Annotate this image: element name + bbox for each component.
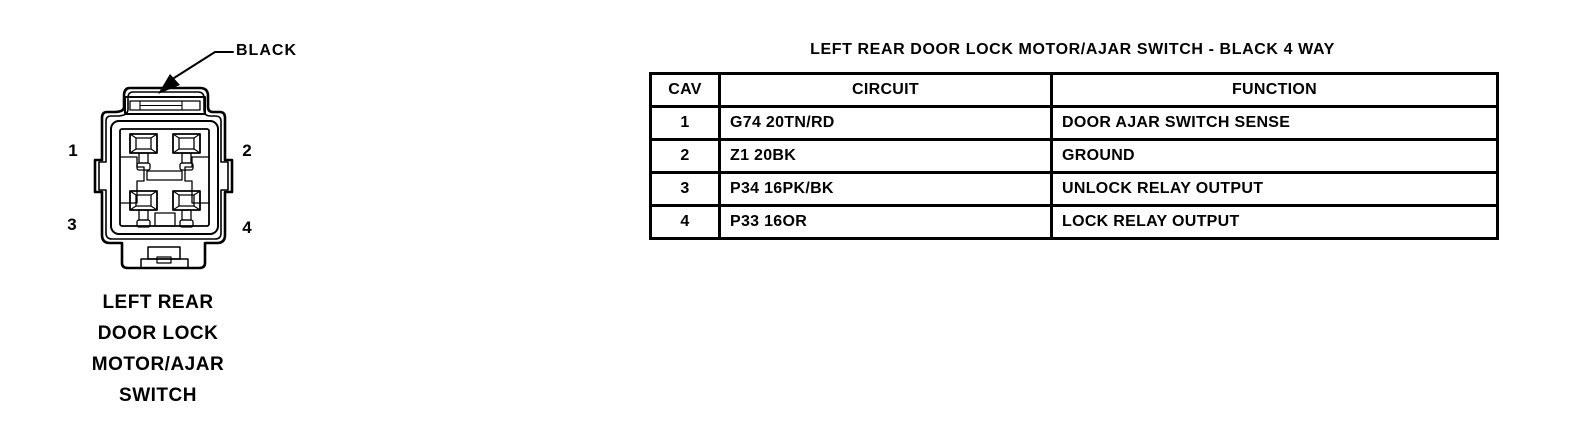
terminal-3 xyxy=(129,190,158,228)
table-row: 3 P34 16PK/BK UNLOCK RELAY OUTPUT xyxy=(649,171,1499,207)
cell-cav: 4 xyxy=(649,204,721,240)
cell-function: UNLOCK RELAY OUTPUT xyxy=(1050,171,1499,207)
table-title: LEFT REAR DOOR LOCK MOTOR/AJAR SWITCH - … xyxy=(810,41,1335,58)
cell-cav: 1 xyxy=(649,105,721,141)
table-header-row: CAV CIRCUIT FUNCTION xyxy=(649,72,1499,108)
header-cell-function: FUNCTION xyxy=(1050,72,1499,108)
table-row: 2 Z1 20BK GROUND xyxy=(649,138,1499,174)
terminal-4 xyxy=(172,190,201,228)
pinout-table: CAV CIRCUIT FUNCTION 1 G74 20TN/RD DOOR … xyxy=(649,72,1499,240)
connector-diagram xyxy=(93,51,234,270)
cell-function: LOCK RELAY OUTPUT xyxy=(1050,204,1499,240)
cell-circuit: Z1 20BK xyxy=(718,138,1053,174)
pin-label-3: 3 xyxy=(67,215,77,234)
cell-cav: 3 xyxy=(649,171,721,207)
connector-bottom-tab xyxy=(140,246,189,269)
cell-cav: 2 xyxy=(649,138,721,174)
connector-color-label: BLACK xyxy=(236,42,297,59)
header-cell-circuit: CIRCUIT xyxy=(718,72,1053,108)
cell-circuit: P33 16OR xyxy=(718,204,1053,240)
connector-latch xyxy=(124,96,206,115)
cell-circuit: P34 16PK/BK xyxy=(718,171,1053,207)
terminal-1 xyxy=(129,133,158,171)
connector-caption: LEFT REAR DOOR LOCK MOTOR/AJAR SWITCH xyxy=(48,287,268,411)
table-row: 4 P33 16OR LOCK RELAY OUTPUT xyxy=(649,204,1499,240)
terminal-2 xyxy=(172,133,201,171)
cell-circuit: G74 20TN/RD xyxy=(718,105,1053,141)
caption-line: SWITCH xyxy=(119,385,197,406)
cell-function: DOOR AJAR SWITCH SENSE xyxy=(1050,105,1499,141)
caption-line: DOOR LOCK xyxy=(97,323,219,344)
header-cell-cav: CAV xyxy=(649,72,721,108)
cell-function: GROUND xyxy=(1050,138,1499,174)
connector-keyways xyxy=(119,156,210,227)
caption-line: MOTOR/AJAR xyxy=(91,354,225,375)
caption-line: LEFT REAR xyxy=(102,292,214,313)
pin-label-1: 1 xyxy=(68,141,78,160)
pin-label-2: 2 xyxy=(242,141,252,160)
table-row: 1 G74 20TN/RD DOOR AJAR SWITCH SENSE xyxy=(649,105,1499,141)
pin-label-4: 4 xyxy=(242,218,252,237)
